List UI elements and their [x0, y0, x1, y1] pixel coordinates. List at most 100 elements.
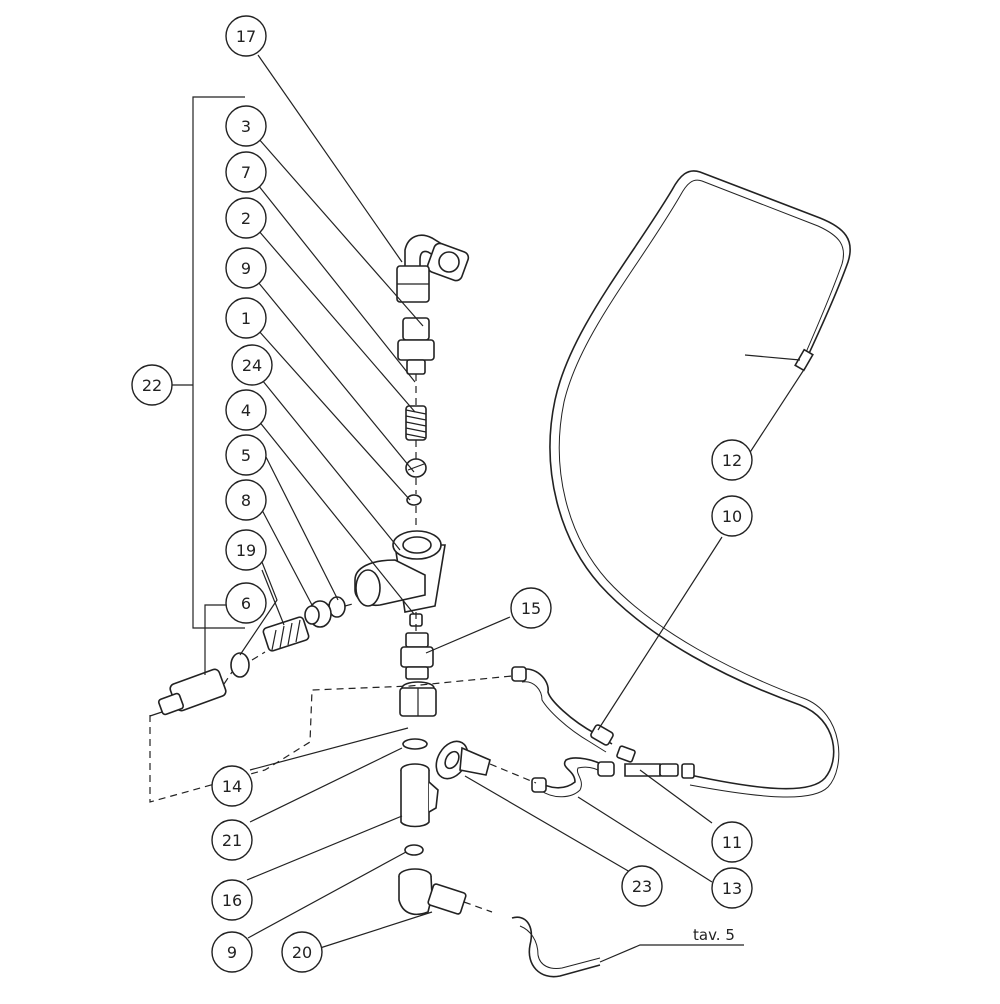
callout-circle: [225, 389, 267, 431]
part-1-body: [354, 530, 446, 613]
callout-1: 1: [225, 297, 267, 339]
callout-circle: [510, 587, 552, 629]
callout-4: 4: [225, 389, 267, 431]
assembly-line-23: [489, 763, 537, 784]
callout-23: 23: [621, 865, 663, 907]
callout-label: 19: [236, 541, 256, 560]
hose-12-inner: [558, 179, 844, 798]
callout-label: 11: [722, 833, 742, 852]
assembly-line-horiz: [223, 602, 357, 685]
callout-20: 20: [281, 931, 323, 973]
callout-5: 5: [225, 434, 267, 476]
callout-circle: [711, 821, 753, 863]
part-14-nut: [399, 681, 437, 717]
part-16-body: [400, 763, 439, 828]
hose-12: [549, 170, 851, 790]
callout-label: 6: [241, 594, 251, 613]
callout-label: 16: [222, 891, 242, 910]
callout-circle: [225, 529, 267, 571]
callout-label: 2: [241, 209, 251, 228]
callout-3: 3: [225, 105, 267, 147]
hose-tav5: [511, 916, 601, 978]
callout-circle: [281, 931, 323, 973]
callout-11: 11: [711, 821, 753, 863]
callout-label: 23: [632, 877, 652, 896]
callout-10: 10: [711, 495, 753, 537]
fitting-10-top: [511, 666, 527, 682]
part-8-spring: [262, 616, 310, 652]
callout-circle: [225, 582, 267, 624]
callout-label: 14: [222, 777, 242, 796]
callout-24: 24: [231, 344, 273, 386]
part-5-seal: [304, 600, 332, 628]
part-11-tee: [616, 745, 695, 779]
part-13-hose: [531, 757, 615, 798]
callout-7: 7: [225, 151, 267, 193]
callout-label: 9: [227, 943, 237, 962]
callout-19: 19: [225, 529, 267, 571]
callout-9b: 9: [211, 931, 253, 973]
callout-circle: [211, 879, 253, 921]
callout-14: 14: [211, 765, 253, 807]
part-15-adapter: [400, 632, 434, 680]
callout-label: 24: [242, 356, 262, 375]
part-6-connector: [149, 668, 227, 717]
callout-label: 3: [241, 117, 251, 136]
part-9-washer-lower: [404, 844, 424, 856]
callout-circle: [211, 819, 253, 861]
callout-circle: [711, 439, 753, 481]
callout-circle: [225, 479, 267, 521]
callout-2: 2: [225, 197, 267, 239]
callout-12: 12: [711, 439, 753, 481]
part-7-spring: [405, 405, 427, 441]
callout-circle: [225, 197, 267, 239]
callout-22: 22: [131, 364, 173, 406]
callout-21: 21: [211, 819, 253, 861]
callout-circle: [225, 15, 267, 57]
callout-13: 13: [711, 867, 753, 909]
callout-6: 6: [225, 582, 267, 624]
part-3-nipple: [397, 317, 435, 375]
callout-label: 7: [241, 163, 251, 182]
part-21-washer: [402, 738, 428, 750]
callout-circle: [225, 247, 267, 289]
callout-label: 8: [241, 491, 251, 510]
callout-circle: [225, 434, 267, 476]
part-20-elbow: [398, 868, 467, 916]
callout-circle: [211, 765, 253, 807]
leader-lines: [204, 54, 806, 963]
callout-circle: [711, 495, 753, 537]
assembly-line-20: [463, 901, 493, 913]
hose-10-inner: [521, 681, 607, 753]
callout-17: 17: [225, 15, 267, 57]
callout-16: 16: [211, 879, 253, 921]
part-9-washer-upper: [406, 494, 422, 506]
callout-circle: [621, 865, 663, 907]
callout-circle: [225, 105, 267, 147]
part-17-elbow: [396, 234, 470, 303]
callout-circle: [225, 297, 267, 339]
callout-circle: [211, 931, 253, 973]
callout-label: 12: [722, 451, 742, 470]
hose-tav5-inner: [519, 925, 601, 969]
assembly-line-left: [149, 675, 513, 803]
callout-15: 15: [510, 587, 552, 629]
fitting-10: [590, 724, 614, 746]
callout-circle: [711, 867, 753, 909]
reference-note: tav. 5: [693, 926, 735, 944]
callout-label: 20: [292, 943, 312, 962]
part-2-valve: [405, 458, 427, 478]
group-bracket-22: [170, 96, 245, 629]
callout-label: 15: [521, 599, 541, 618]
callout-label: 21: [222, 831, 242, 850]
callout-label: 4: [241, 401, 251, 420]
callout-label: 10: [722, 507, 742, 526]
callout-label: 5: [241, 446, 251, 465]
part-19-oring: [230, 652, 250, 678]
callout-label: 17: [236, 27, 256, 46]
callout-label: 13: [722, 879, 742, 898]
callout-circle: [231, 344, 273, 386]
